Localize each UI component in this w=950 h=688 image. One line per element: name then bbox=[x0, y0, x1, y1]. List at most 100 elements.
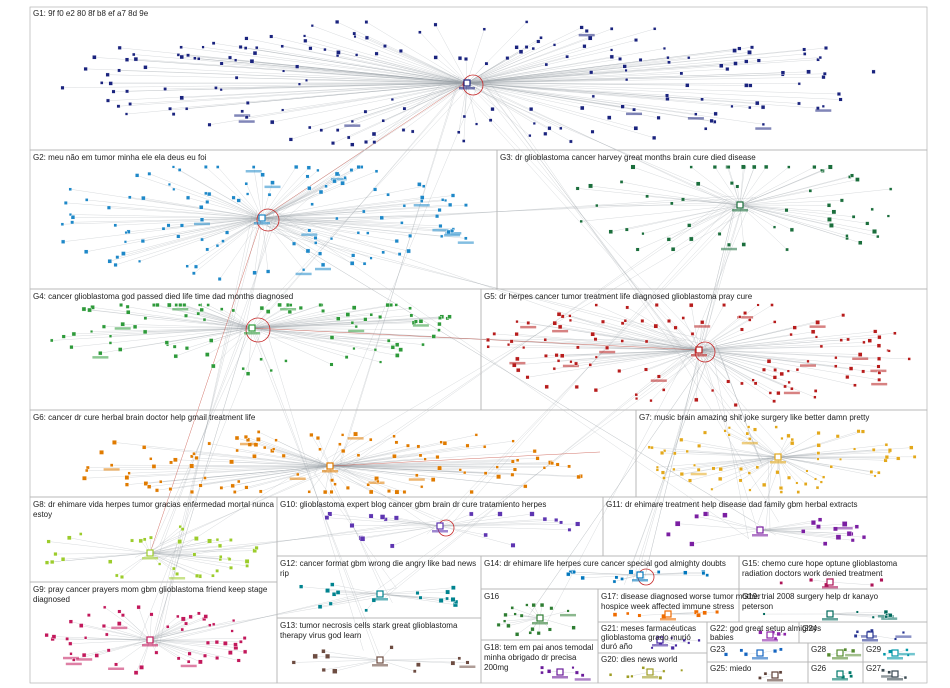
g7-hub-node bbox=[775, 454, 781, 460]
g6-node bbox=[483, 445, 486, 448]
g3-node bbox=[696, 182, 700, 186]
g11-node bbox=[816, 525, 820, 529]
g5-node-label bbox=[852, 358, 868, 361]
g26-hub-node bbox=[837, 671, 843, 677]
g8-node bbox=[181, 528, 184, 531]
g4-node bbox=[409, 307, 412, 310]
g16-node bbox=[567, 610, 570, 613]
g11-node-label bbox=[837, 527, 853, 530]
g5-node bbox=[816, 320, 820, 324]
g9-node bbox=[203, 654, 207, 658]
g9-node bbox=[95, 654, 99, 658]
g3-node bbox=[876, 235, 879, 238]
g6-node bbox=[393, 435, 396, 438]
g7-node bbox=[688, 479, 692, 483]
g3-node bbox=[690, 166, 693, 169]
g12-node bbox=[416, 591, 420, 595]
g1-node bbox=[610, 55, 614, 59]
g23-node bbox=[744, 652, 748, 656]
g4-node bbox=[355, 325, 358, 328]
g1-node bbox=[749, 84, 753, 88]
g4-node bbox=[395, 343, 399, 347]
g9-node bbox=[70, 652, 73, 655]
g1-node bbox=[532, 47, 535, 50]
g5-node bbox=[858, 353, 862, 357]
g5-node bbox=[862, 370, 865, 373]
g5-node-label bbox=[810, 325, 826, 328]
g7-node bbox=[830, 465, 833, 468]
g29-hub-label bbox=[887, 657, 903, 660]
g5-node bbox=[774, 368, 777, 371]
g25-node bbox=[758, 676, 761, 679]
g7-node bbox=[817, 458, 820, 461]
g23-node bbox=[779, 648, 782, 651]
g1-node bbox=[168, 107, 171, 110]
g5-node bbox=[846, 375, 850, 379]
g2-node bbox=[114, 263, 118, 267]
g1-node bbox=[177, 53, 180, 56]
g5-node bbox=[740, 328, 743, 331]
g1-node bbox=[634, 38, 637, 41]
g2-node bbox=[435, 214, 439, 218]
g7-node bbox=[673, 452, 676, 455]
g12-hub-node bbox=[377, 591, 383, 597]
g6-node bbox=[82, 476, 86, 480]
g4-node bbox=[174, 354, 178, 358]
g4-node bbox=[288, 310, 292, 314]
g5-node bbox=[807, 360, 810, 363]
g5-node bbox=[569, 319, 572, 322]
g8-node bbox=[108, 560, 112, 564]
g2-node bbox=[141, 196, 145, 200]
g7-node bbox=[885, 443, 888, 446]
g7-node bbox=[747, 426, 750, 429]
g4-node bbox=[260, 306, 264, 310]
g2-node bbox=[387, 193, 390, 196]
g9-node bbox=[121, 614, 124, 617]
g7-node bbox=[693, 464, 696, 467]
g5-node bbox=[569, 315, 572, 318]
g1-node bbox=[464, 57, 468, 61]
g23-hub-label bbox=[752, 657, 768, 660]
g9-node bbox=[84, 636, 87, 639]
g4-node bbox=[183, 303, 186, 306]
group-label-g19-line-2: peterson bbox=[742, 602, 773, 611]
g9-node bbox=[69, 620, 73, 624]
g2-node bbox=[61, 223, 64, 226]
g4-node bbox=[90, 330, 93, 333]
g1-node bbox=[295, 65, 299, 69]
g1-node bbox=[610, 49, 613, 52]
g6-node bbox=[341, 449, 345, 453]
g3-node bbox=[727, 243, 731, 247]
g15-hub-node bbox=[827, 579, 833, 585]
g2-node bbox=[302, 268, 305, 271]
group-label-g18-line-2: minha obrigado dr precisa bbox=[484, 653, 577, 662]
g4-node bbox=[448, 315, 452, 319]
g5-node bbox=[787, 370, 790, 373]
g5-node bbox=[780, 372, 784, 376]
g1-node bbox=[106, 73, 110, 77]
g25-node bbox=[764, 672, 767, 675]
g16-node bbox=[572, 626, 576, 630]
g7-node bbox=[728, 427, 731, 430]
g1-node bbox=[525, 45, 528, 48]
g9-node bbox=[237, 659, 241, 663]
g1-node bbox=[529, 107, 533, 111]
g5-node bbox=[740, 382, 743, 385]
g2-node bbox=[307, 186, 311, 190]
group-label-g6: G6: cancer dr cure herbal brain doctor h… bbox=[33, 413, 256, 422]
g8-node bbox=[229, 566, 232, 569]
g2-node bbox=[319, 190, 323, 194]
group-label-g18-line-3: 200mg bbox=[484, 663, 508, 672]
g4-node bbox=[209, 339, 213, 343]
g1-node bbox=[364, 140, 368, 144]
g4-node-label bbox=[115, 327, 131, 330]
g9-node bbox=[189, 615, 193, 619]
g4-node bbox=[175, 303, 178, 306]
g2-node-label bbox=[301, 233, 317, 236]
g1-node bbox=[351, 120, 354, 123]
g5-node bbox=[515, 357, 519, 361]
g11-node bbox=[851, 539, 855, 543]
g1-node bbox=[335, 20, 339, 24]
g4-node bbox=[246, 372, 250, 376]
g21-node bbox=[651, 647, 653, 649]
